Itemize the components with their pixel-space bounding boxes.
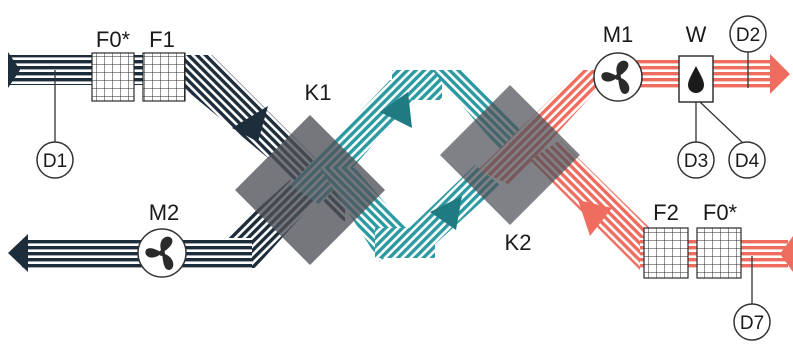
label-k1: K1 [305, 80, 332, 105]
label-m2: M2 [149, 200, 180, 225]
label-f2: F2 [653, 200, 679, 225]
svg-text:D1: D1 [43, 151, 67, 172]
label-f1: F1 [149, 27, 175, 52]
svg-text:D2: D2 [736, 25, 760, 46]
label-w: W [686, 22, 707, 47]
coral-outlet-arrow [770, 54, 790, 94]
navy-duct-bottom [22, 238, 252, 268]
humidifier-w [678, 55, 714, 103]
navy-outlet-arrow [8, 234, 28, 272]
fan-icon [145, 236, 174, 270]
label-f0-right: F0* [703, 200, 738, 225]
callout-d7: D7 [733, 303, 771, 341]
svg-text:D7: D7 [740, 313, 764, 334]
callout-d4: D4 [728, 141, 766, 179]
water-drop-icon [688, 66, 704, 93]
fan-m1 [593, 52, 643, 102]
flow-arrow-icon [232, 106, 268, 142]
filter-f1 [142, 52, 186, 102]
heat-exchanger-k2 [440, 85, 580, 225]
svg-text:D4: D4 [735, 151, 760, 172]
callout-lines [54, 52, 753, 305]
label-k2: K2 [505, 230, 532, 255]
fan-m2 [137, 228, 187, 278]
callout-d1: D1 [36, 141, 74, 179]
heat-exchanger-k1 [235, 115, 385, 265]
coral-inlet-marker [780, 236, 793, 272]
flow-arrow-icon [380, 92, 412, 128]
fan-icon [601, 60, 630, 94]
callout-d2: D2 [729, 15, 767, 53]
filter-f0-left [91, 52, 135, 102]
label-m1: M1 [603, 22, 634, 47]
callout-d3: D3 [677, 141, 715, 179]
filter-f2 [643, 227, 689, 279]
svg-text:D3: D3 [684, 151, 708, 172]
flow-arrow-icon [578, 200, 612, 236]
filter-f0-right [696, 227, 742, 279]
teal-duct-top [392, 70, 442, 100]
navy-inlet-marker [8, 52, 20, 88]
label-f0-left: F0* [96, 27, 131, 52]
flow-arrow-icon [430, 196, 462, 230]
